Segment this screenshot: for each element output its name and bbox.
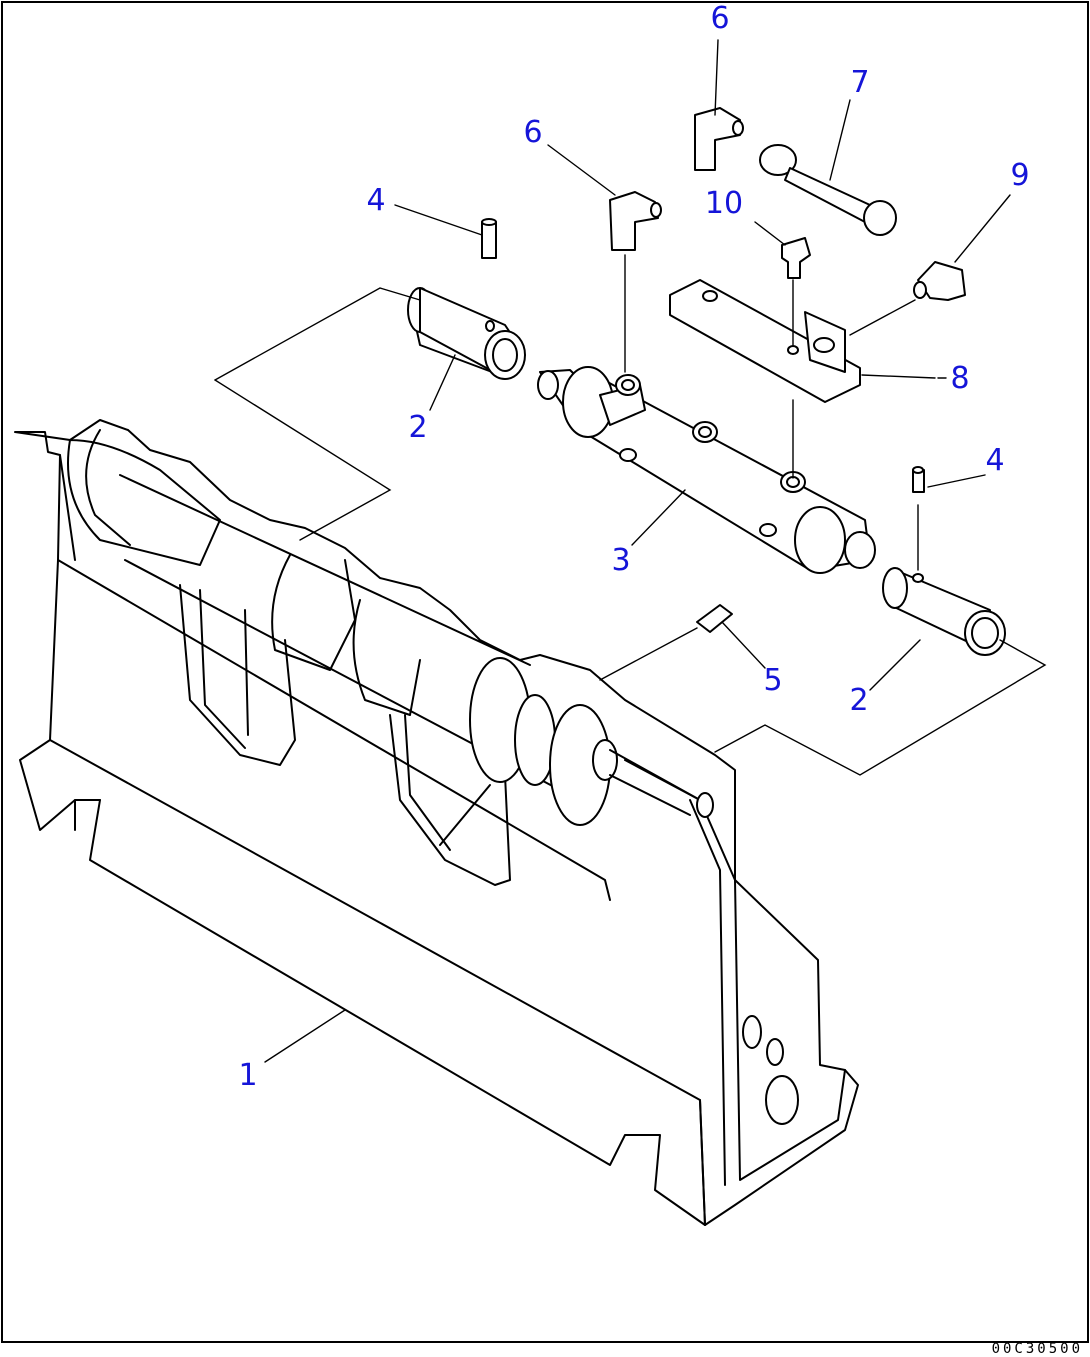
part-7-hose	[759, 144, 897, 236]
part-1-frame	[14, 419, 859, 1226]
callout-6-mid: 6	[523, 115, 542, 150]
part-10-plug	[781, 237, 811, 279]
callout-1: 1	[238, 1058, 257, 1093]
callout-7: 7	[850, 65, 869, 100]
part-2-bushing-right	[714, 567, 1047, 776]
drawing-code: 00C30500	[992, 1341, 1083, 1357]
callout-4-right: 4	[985, 443, 1004, 478]
callout-8: 8	[950, 361, 969, 396]
callout-5: 5	[763, 663, 782, 698]
part-3-shaft	[537, 366, 876, 574]
part-6-elbow-top	[694, 107, 744, 171]
part-4-pin-right	[912, 466, 925, 571]
callout-4-left: 4	[366, 183, 385, 218]
part-9-adapter	[913, 261, 966, 301]
callout-2-left: 2	[408, 410, 427, 445]
part-4-pin-left	[481, 218, 497, 259]
callout-10: 10	[705, 186, 743, 221]
part-2-bushing-left	[214, 287, 526, 541]
callout-9: 9	[1010, 158, 1029, 193]
callout-6-top: 6	[710, 1, 729, 36]
part-6-elbow-mid	[609, 191, 662, 373]
leader-lines	[264, 39, 1011, 1063]
part-5-fitting	[599, 604, 733, 681]
callout-2-right: 2	[849, 683, 868, 718]
callout-labels: 6 7 6 9 4 10 8 2 4 3 5 2 1	[238, 1, 1029, 1093]
part-8-bracket	[669, 279, 916, 479]
callout-3: 3	[611, 543, 630, 578]
